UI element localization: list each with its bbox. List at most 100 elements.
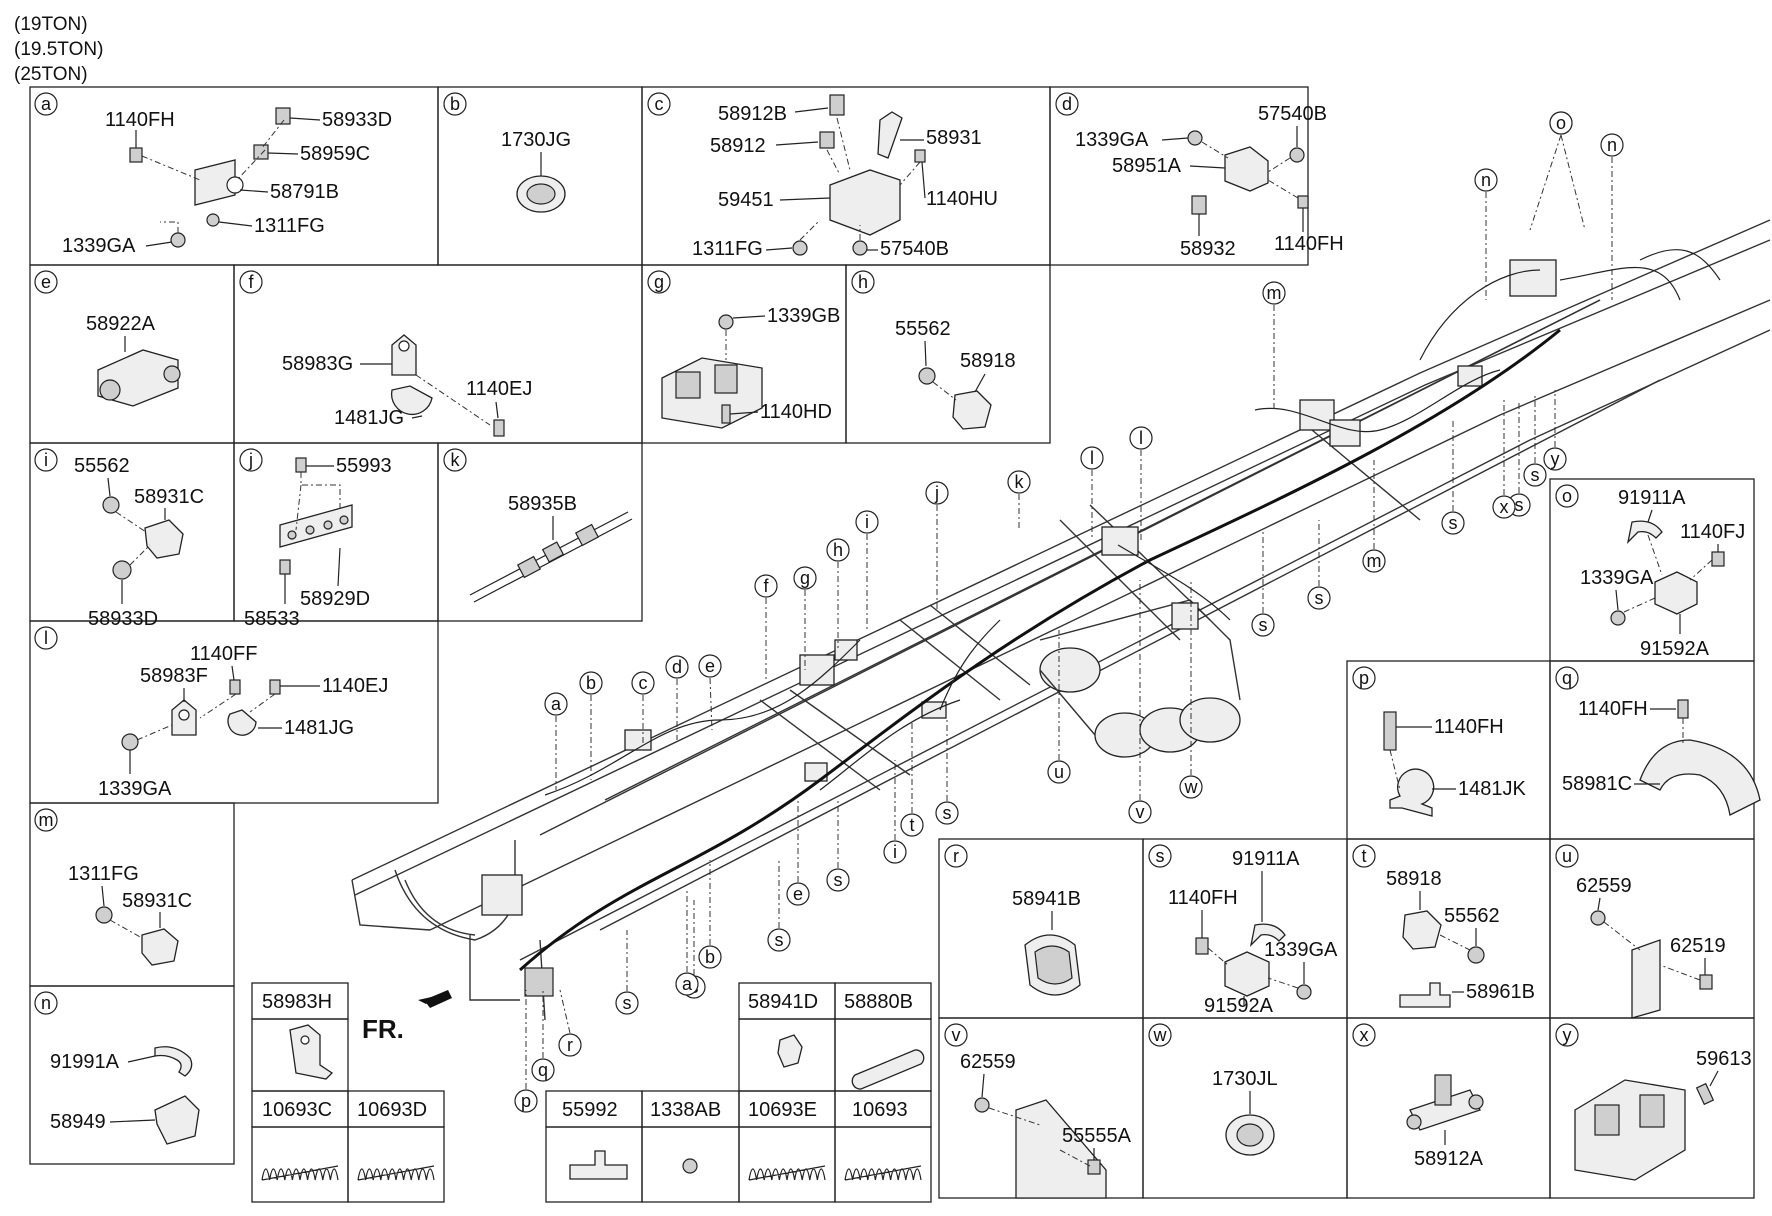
label-58949: 58949	[50, 1111, 106, 1133]
label-1311FG: 1311FG	[692, 238, 763, 260]
callout-letter: a	[682, 974, 693, 994]
label-58933D: 58933D	[322, 109, 392, 131]
label-55555A: 55555A	[1062, 1125, 1132, 1147]
svg-text:e: e	[41, 272, 51, 292]
callout-letter: t	[909, 815, 914, 835]
chassis-callouts: abcdefghijkllmmnnoopqrsssssssssstuvwxyab…	[514, 111, 1624, 1113]
label-1339GB: 1339GB	[767, 305, 840, 327]
callout-i: i	[883, 760, 907, 864]
svg-text:v: v	[952, 1025, 961, 1045]
front-label: FR.	[362, 1014, 404, 1044]
cell-r-parts: 58941B	[1012, 888, 1081, 996]
callout-c: c	[631, 671, 655, 745]
callout-letter: y	[1551, 449, 1560, 469]
callout-letter: n	[1481, 170, 1491, 190]
cell-b-parts: 1730JG	[501, 129, 571, 213]
callout-m: m	[1262, 281, 1286, 410]
label-58933D: 58933D	[88, 608, 158, 630]
callout-letter: i	[865, 512, 869, 532]
callout-letter: s	[1259, 615, 1268, 635]
cell-k-letter: k	[443, 448, 467, 472]
cell-d-parts: 1339GA 57540B 58951A 58932 1140FH	[1075, 103, 1344, 260]
callout-letter: k	[1015, 472, 1025, 492]
callout-letter: x	[1500, 497, 1509, 517]
label-1140HU: 1140HU	[926, 188, 998, 210]
cell-x-letter: x	[1352, 1023, 1376, 1047]
callout-letter: w	[1184, 777, 1199, 797]
label-10693E: 10693E	[748, 1099, 817, 1121]
label-1339GA: 1339GA	[1264, 939, 1338, 961]
callout-letter: s	[1515, 495, 1524, 515]
cell-e-letter: e	[34, 270, 58, 294]
callout-letter: c	[639, 673, 648, 693]
cell-c-letter: c	[647, 92, 671, 116]
label-1311FG: 1311FG	[68, 863, 139, 885]
label-58533: 58533	[244, 608, 300, 630]
svg-text:o: o	[1562, 486, 1572, 506]
svg-text:g: g	[654, 272, 664, 292]
callout-i: i	[855, 510, 879, 630]
callout-s: s	[1251, 530, 1275, 637]
label-58912: 58912	[710, 135, 766, 157]
label-58951A: 58951A	[1112, 155, 1182, 177]
callout-s: s	[935, 720, 959, 825]
callout-s: s	[826, 800, 850, 892]
callout-s: s	[1441, 420, 1465, 535]
callout-letter: s	[834, 870, 843, 890]
svg-text:b: b	[450, 94, 460, 114]
callout-letter: s	[943, 803, 952, 823]
label-91911A: 91911A	[1618, 487, 1686, 509]
svg-text:k: k	[451, 450, 461, 470]
label-58941B: 58941B	[1012, 888, 1081, 910]
cell-s-letter: s	[1148, 844, 1172, 868]
callout-l: l	[1080, 446, 1104, 540]
label-58941D: 58941D	[748, 991, 818, 1013]
label-57540B: 57540B	[1258, 103, 1327, 125]
callout-letter: n	[1607, 135, 1617, 155]
cell-t-parts: 58918 55562 58961B	[1386, 868, 1535, 1008]
callout-letter: a	[551, 694, 562, 714]
label-1140FH: 1140FH	[1168, 887, 1238, 909]
cell-r-letter: r	[944, 844, 968, 868]
callout-v: v	[1128, 580, 1152, 824]
svg-text:w: w	[1153, 1025, 1168, 1045]
svg-text:r: r	[953, 846, 959, 866]
label-1481JG: 1481JG	[334, 407, 404, 429]
cell-p-parts: 1140FH 1481JK	[1383, 711, 1526, 817]
label-58912B: 58912B	[718, 103, 787, 125]
label-58880B: 58880B	[844, 991, 913, 1013]
cell-l-parts: 1140FF 58983F 1140EJ 1481JG 1339GA	[98, 643, 388, 800]
label-1140FF: 1140FF	[190, 643, 257, 665]
callout-r: r	[558, 989, 582, 1057]
cell-y-letter: y	[1555, 1023, 1579, 1047]
callout-letter: q	[538, 1060, 548, 1080]
cell-f-parts: 58983G 1140EJ 1481JG	[282, 334, 532, 437]
callout-letter: h	[833, 540, 843, 560]
callout-letter: e	[705, 656, 715, 676]
label-58791B: 58791B	[270, 181, 339, 203]
callout-h: h	[826, 538, 850, 648]
callout-l: l	[1129, 426, 1153, 540]
callout-f: f	[754, 574, 778, 680]
label-58922A: 58922A	[86, 313, 156, 335]
callout-letter: s	[1531, 465, 1540, 485]
svg-text:h: h	[858, 272, 868, 292]
label-1339GA: 1339GA	[62, 235, 136, 257]
callout-letter: j	[934, 483, 939, 503]
svg-text:y: y	[1563, 1025, 1572, 1045]
label-57540B: 57540B	[880, 238, 949, 260]
callout-s: s	[767, 860, 791, 952]
label-55992: 55992	[562, 1099, 618, 1121]
callout-s: s	[615, 930, 639, 1015]
label-58918: 58918	[1386, 868, 1442, 890]
label-55562: 55562	[1444, 905, 1500, 927]
label-58935B: 58935B	[508, 493, 577, 515]
svg-text:n: n	[41, 993, 51, 1013]
callout-s: s	[1523, 395, 1547, 487]
cell-g-parts: 1339GB 1140HD	[661, 305, 840, 429]
callout-n: n	[1600, 133, 1624, 300]
callout-d: d	[665, 655, 689, 740]
svg-text:a: a	[41, 94, 52, 114]
cell-x-parts: 58912A	[1406, 1074, 1484, 1170]
